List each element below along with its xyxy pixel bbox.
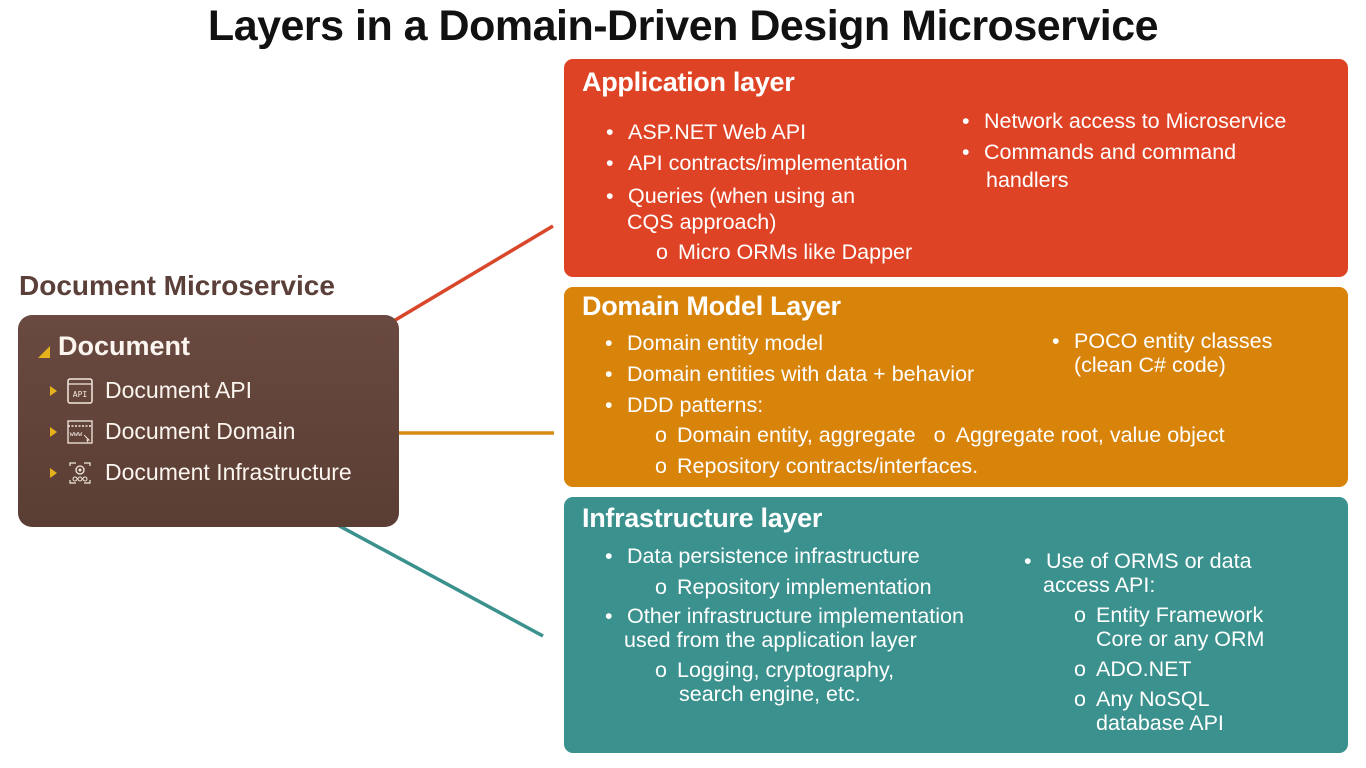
list-item-continuation: handlers [986, 168, 1069, 192]
list-item: API contracts/implementation [606, 149, 912, 177]
sub-list-item-continuation: Core or any ORM [1096, 627, 1265, 651]
expanded-triangle-icon [38, 345, 50, 358]
page-title: Layers in a Domain-Driven Design Microse… [207, 2, 1159, 50]
collapsed-arrow-icon [50, 426, 57, 437]
sub-list-item-continuation: search engine, etc. [679, 682, 861, 706]
list-item: ASP.NET Web API [606, 118, 912, 146]
svg-text:www.: www. [70, 430, 87, 438]
domain-layer-title: Domain Model Layer [582, 291, 841, 321]
www-browser-icon: www. [67, 419, 93, 444]
list-item-continuation: CQS approach) [627, 210, 777, 234]
application-layer-title: Application layer [582, 67, 795, 97]
list-item-continuation: (clean C# code) [1074, 353, 1226, 377]
svg-text:API: API [73, 390, 88, 399]
list-item: Domain entity model [605, 329, 974, 357]
tree-item-document-infrastructure[interactable]: Document Infrastructure [50, 459, 352, 486]
domain-sub-list: Domain entity, aggregate o Aggregate root… [605, 421, 1225, 480]
sub-list-item: Micro ORMs like Dapper [606, 238, 912, 266]
sub-list-item: Repository contracts/interfaces. [605, 452, 1225, 480]
tree-item-document-domain[interactable]: www. Document Domain [50, 418, 295, 445]
list-item: Commands and command [962, 138, 1286, 166]
infrastructure-layer-title: Infrastructure layer [582, 503, 823, 533]
sub-list-item-continuation: database API [1096, 711, 1224, 735]
tree-item-document-api[interactable]: API Document API [50, 377, 252, 404]
sub-list-item: Repository implementation [605, 573, 964, 601]
api-window-icon: API [67, 377, 93, 404]
list-item: DDD patterns: [605, 391, 974, 419]
tree-item-label: Document Infrastructure [105, 459, 352, 485]
list-item: Queries (when using an [606, 182, 912, 210]
collapsed-arrow-icon [50, 467, 57, 478]
sub-bullet-glyph: o [933, 423, 946, 447]
sub-list-row: Domain entity, aggregate o Aggregate root… [605, 421, 1225, 449]
tree-root-label: Document [58, 331, 191, 361]
collapsed-arrow-icon [50, 385, 57, 396]
infrastructure-left-list: Data persistence infrastructure Reposito… [605, 542, 964, 706]
sub-list-item: o Aggregate root, value object [934, 421, 1225, 449]
tree-item-label: Document Domain [105, 418, 296, 444]
infrastructure-right-list: Use of ORMS or data access API: Entity F… [1024, 549, 1264, 735]
sub-list-item-text: Aggregate root, value object [955, 423, 1225, 447]
infrastructure-layer-panel: Infrastructure layer Data persistence in… [564, 497, 1348, 753]
gear-network-icon [69, 461, 91, 484]
list-item: Data persistence infrastructure [605, 542, 964, 570]
microservice-heading: Document Microservice [19, 270, 335, 301]
microservice-tree: Document API Document API www. Document … [18, 315, 399, 527]
list-item: Domain entities with data + behavior [605, 360, 974, 388]
application-left-list: ASP.NET Web API API contracts/implementa… [606, 118, 912, 266]
list-item: Other infrastructure implementation [605, 604, 964, 628]
list-item: Network access to Microservice [962, 107, 1286, 135]
sub-list-item: Any NoSQL [1024, 687, 1264, 711]
list-item: Use of ORMS or data [1024, 549, 1264, 573]
sub-list-item: Logging, cryptography, [605, 658, 964, 682]
sub-list-item: Domain entity, aggregate [677, 423, 916, 447]
list-item-continuation: access API: [1043, 573, 1156, 597]
application-right-list: Network access to Microservice Commands … [962, 107, 1286, 194]
list-item: POCO entity classes [1052, 329, 1272, 353]
list-item-continuation: used from the application layer [624, 628, 917, 652]
domain-left-list: Domain entity model Domain entities with… [605, 329, 974, 419]
tree-root-document[interactable]: Document [38, 331, 190, 362]
application-layer-panel: Application layer ASP.NET Web API API co… [564, 59, 1348, 277]
domain-right-list: POCO entity classes (clean C# code) [1052, 329, 1272, 377]
sub-list-item: ADO.NET [1024, 657, 1264, 681]
tree-item-label: Document API [105, 377, 253, 403]
sub-list-item: Entity Framework [1024, 603, 1264, 627]
domain-layer-panel: Domain Model Layer Domain entity model D… [564, 287, 1348, 487]
